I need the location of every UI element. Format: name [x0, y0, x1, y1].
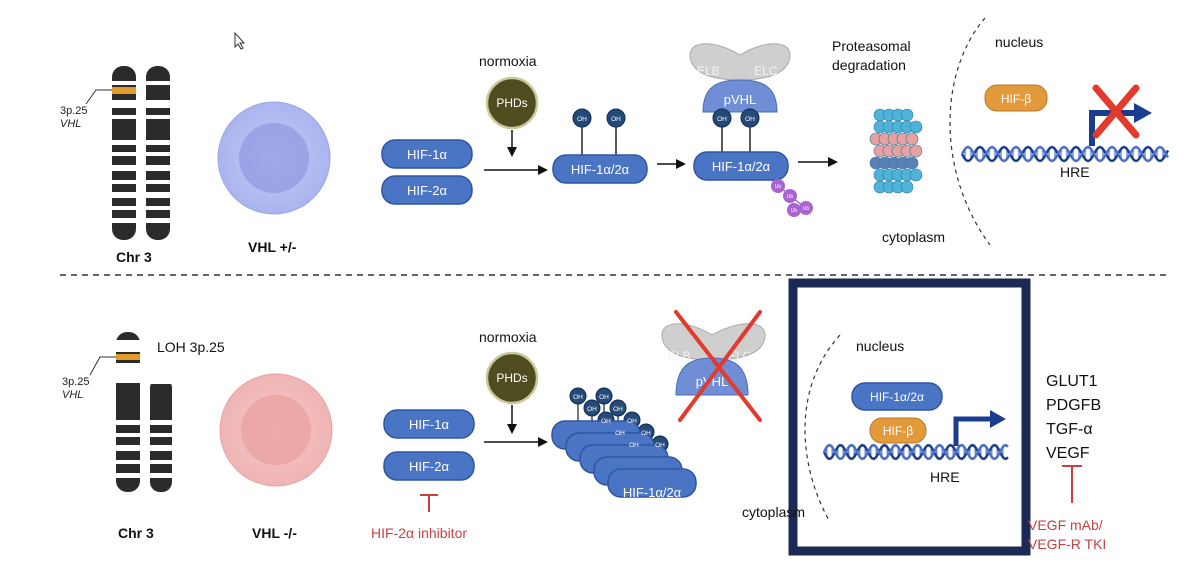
- oh-label: OH: [655, 442, 665, 449]
- hif-complex-pill: [693, 151, 789, 181]
- oh-label: OH: [573, 394, 583, 401]
- dna-helix-icon: [822, 443, 1009, 461]
- nucleus-label: nucleus: [856, 338, 904, 354]
- highlight-frame: [788, 278, 1031, 556]
- gene-label: VHL: [62, 389, 83, 401]
- hif-beta-pill: [984, 84, 1048, 112]
- hif-complex-label: HIF-1α/2α: [623, 485, 682, 500]
- cell-label: VHL -/-: [252, 525, 297, 541]
- ub-label: Ub: [803, 206, 810, 212]
- oh-label: OH: [627, 418, 637, 425]
- target-gene: GLUT1: [1046, 373, 1098, 390]
- oh-label: OH: [641, 430, 651, 437]
- inhibition-tbar-icon: [1062, 465, 1082, 503]
- oh-label: OH: [717, 116, 727, 123]
- oh-label: OH: [577, 116, 587, 123]
- x-cross-icon: [674, 310, 762, 422]
- oh-label: OH: [599, 394, 609, 401]
- x-cross-icon: [1092, 84, 1140, 139]
- hif-complex-pill: [552, 154, 648, 184]
- cytoplasm-label: cytoplasm: [882, 229, 945, 245]
- chromosome-icon: [89, 332, 172, 492]
- nucleus-label: nucleus: [995, 34, 1043, 50]
- hif-beta-pill: [869, 417, 927, 444]
- hif1-label: HIF-1α: [409, 417, 450, 432]
- cursor-icon: [234, 31, 246, 50]
- oh-group: [606, 108, 626, 128]
- proteasomal-label: Proteasomal: [832, 38, 911, 54]
- target-gene: VEGF: [1046, 445, 1090, 462]
- gene-label: VHL: [60, 118, 81, 130]
- therapy-label: VEGF mAb/: [1028, 517, 1103, 533]
- pvhl-complex: [689, 43, 791, 113]
- oh-group: [740, 108, 760, 128]
- hif2-label: HIF-2α: [409, 459, 450, 474]
- cell-icon: [217, 101, 331, 215]
- phds-label: PHDs: [496, 96, 527, 110]
- hif1-label: HIF-1α: [407, 147, 448, 162]
- normoxia-label: normoxia: [479, 53, 537, 69]
- target-gene: TGF-α: [1046, 421, 1093, 438]
- nuclear-envelope: [949, 17, 991, 246]
- phds-label: PHDs: [496, 371, 527, 385]
- dna-helix-icon: [960, 145, 1170, 163]
- pvhl-label: pVHL: [724, 92, 757, 107]
- hif1-pill: [381, 139, 473, 169]
- oh-group: [572, 108, 592, 128]
- inhibition-tbar-icon: [420, 494, 438, 512]
- hif2-pill: [381, 175, 473, 205]
- oh-label: OH: [611, 116, 621, 123]
- nuclear-envelope: [804, 334, 841, 523]
- hif-beta-label: HIF-β: [883, 424, 913, 438]
- hif2-label: HIF-2α: [407, 183, 448, 198]
- transcription-arrow-icon: [1089, 110, 1138, 146]
- transcription-arrow-icon: [953, 416, 993, 446]
- chromosome-label: Chr 3: [118, 525, 154, 541]
- degradation-label: degradation: [832, 57, 906, 73]
- oh-label: OH: [615, 430, 625, 437]
- target-gene: PDGFB: [1046, 397, 1101, 414]
- elb-label: ELB: [668, 349, 691, 363]
- ub-label: Ub: [775, 184, 782, 190]
- hif-complex-pill: [851, 382, 943, 411]
- cytoplasm-label: cytoplasm: [742, 504, 805, 520]
- proteasome-icon: [869, 108, 923, 194]
- ub-label: Ub: [787, 194, 794, 200]
- phds-circle: [485, 76, 539, 130]
- chromosome-label: Chr 3: [116, 249, 152, 265]
- elb-label: ELB: [697, 64, 720, 78]
- therapy-label: VEGF-R TKI: [1028, 536, 1106, 552]
- oh-label: OH: [601, 418, 611, 425]
- locus-label: 3p.25: [60, 105, 88, 117]
- locus-label: 3p.25: [62, 376, 90, 388]
- hif1-pill: [383, 409, 475, 439]
- hif-complex-label: HIF-1α/2α: [712, 159, 771, 174]
- hre-label: HRE: [1060, 164, 1090, 180]
- cell-label: VHL +/-: [248, 239, 297, 255]
- oh-label: OH: [629, 442, 639, 449]
- oh-group: [712, 108, 732, 128]
- hif-complex-label: HIF-1α/2α: [571, 162, 630, 177]
- ub-label: Ub: [791, 208, 798, 214]
- oh-label: OH: [745, 116, 755, 123]
- cell-icon: [219, 373, 333, 487]
- oh-label: OH: [587, 406, 597, 413]
- chromosome-icon: [85, 66, 170, 240]
- hif-beta-label: HIF-β: [1001, 92, 1031, 106]
- loh-label: LOH 3p.25: [157, 339, 225, 355]
- ubiquitin-chain: [771, 179, 813, 217]
- hre-label: HRE: [930, 469, 960, 485]
- inhibitor-label: HIF-2α inhibitor: [371, 525, 467, 541]
- elc-label: ELC: [754, 64, 778, 78]
- normoxia-label: normoxia: [479, 329, 537, 345]
- phds-circle: [485, 351, 539, 405]
- hif2-pill: [383, 451, 475, 481]
- hif-complex-label: HIF-1α/2α: [870, 390, 924, 404]
- oh-label: OH: [613, 406, 623, 413]
- elc-label: ELC: [728, 349, 752, 363]
